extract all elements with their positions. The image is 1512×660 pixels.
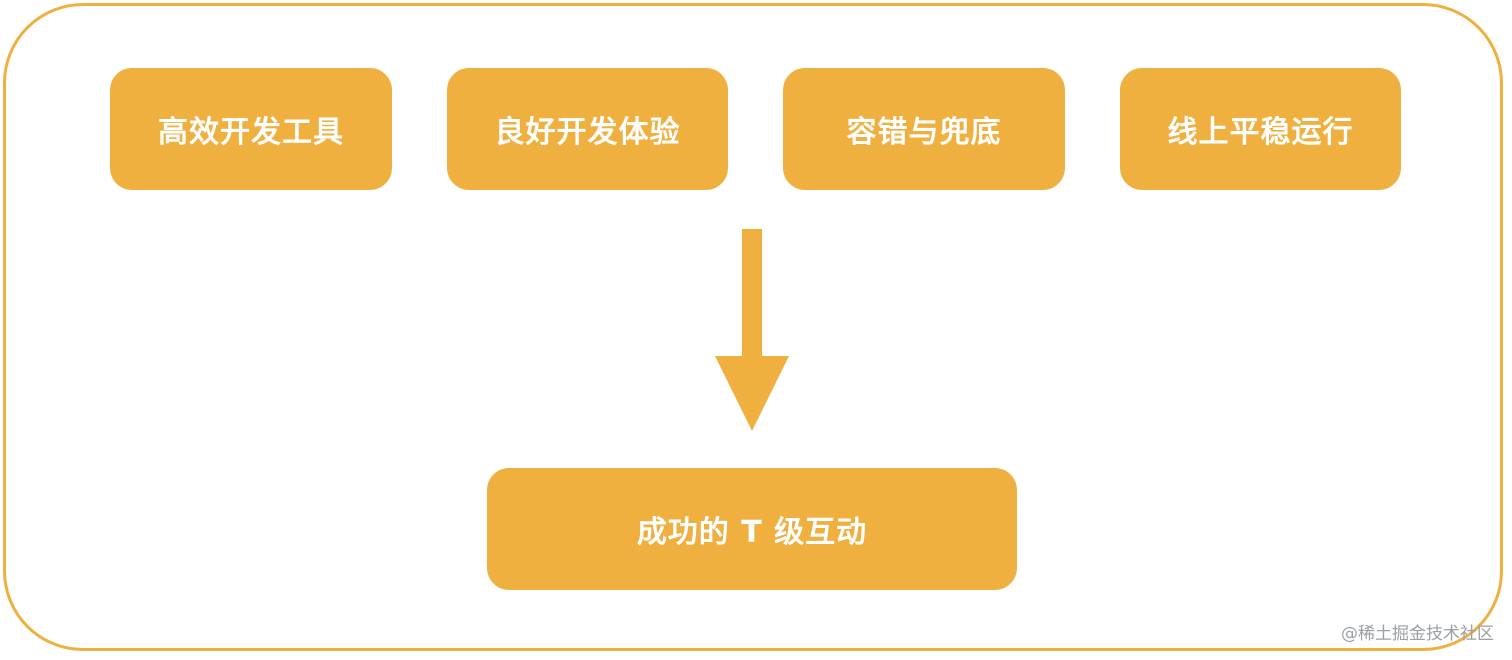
input-box-dev-experience: 良好开发体验 <box>447 68 728 190</box>
watermark: @稀土掘金技术社区 <box>1341 624 1494 644</box>
input-box-label: 容错与兜底 <box>846 115 1002 150</box>
input-box-label: 良好开发体验 <box>494 115 681 150</box>
input-box-label: 高效开发工具 <box>158 115 344 150</box>
result-box-label: 成功的 T 级互动 <box>636 515 868 550</box>
diagram-frame <box>3 3 1503 651</box>
arrow-down-icon <box>715 229 789 431</box>
input-box-efficient-tools: 高效开发工具 <box>110 68 392 190</box>
input-box-label: 线上平稳运行 <box>1167 115 1354 150</box>
input-box-fault-tolerance: 容错与兜底 <box>783 68 1065 190</box>
result-box: 成功的 T 级互动 <box>487 468 1017 590</box>
input-box-stable-operation: 线上平稳运行 <box>1120 68 1401 190</box>
